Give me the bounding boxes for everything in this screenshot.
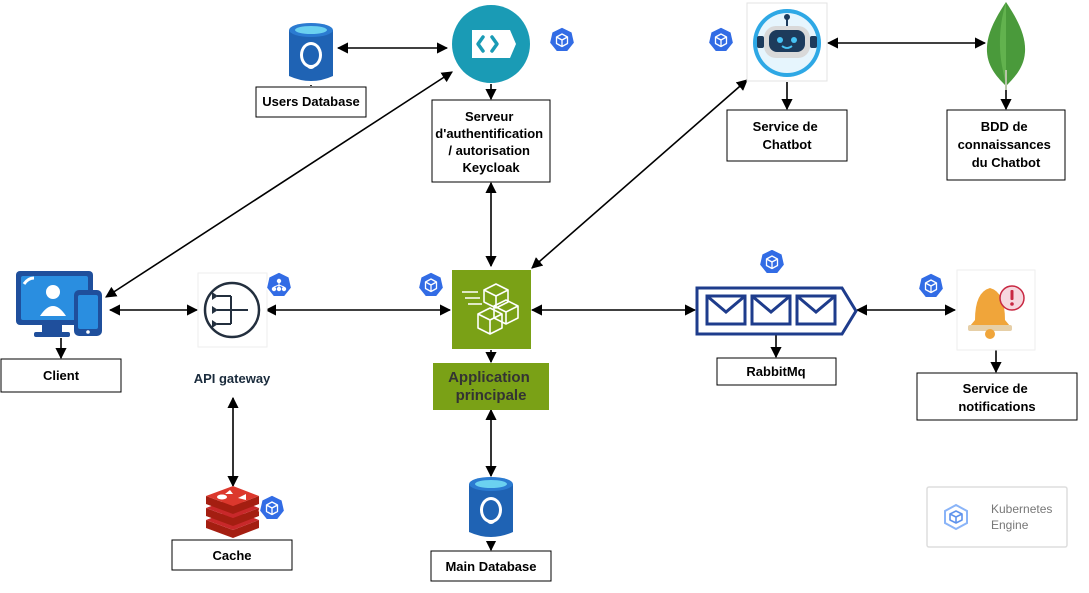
legend-box (926, 486, 1068, 548)
rabbitmq-box (716, 357, 837, 386)
kubernetes-icon (258, 494, 286, 521)
chatbot-label: Service de Chatbot (753, 119, 822, 152)
postgres-icon (465, 477, 517, 541)
chatbot-node[interactable]: Service de Chatbot (707, 2, 848, 162)
application-node[interactable]: Application principale (417, 270, 549, 410)
cache-box (171, 539, 293, 571)
main-database-box (430, 550, 552, 582)
client-devices-icon (16, 271, 102, 337)
kubernetes-icon (758, 248, 786, 275)
kubernetes-icon (417, 271, 445, 298)
chatbot-kb-label-line2: connaissances (958, 137, 1051, 152)
users-database-label: Users Database (262, 94, 360, 109)
cache-label: Cache (212, 548, 251, 563)
redis-icon (206, 486, 259, 538)
cache-node[interactable]: Cache (171, 486, 293, 571)
rabbitmq-node[interactable]: RabbitMq (695, 248, 858, 386)
chatbot-kb-label: BDD de connaissances du Chatbot (958, 119, 1055, 170)
chatbot-label-line1: Service de (753, 119, 818, 134)
legend: Kubernetes Engine (926, 486, 1068, 548)
legend-label: Kubernetes Engine (991, 502, 1056, 532)
kubernetes-icon (707, 26, 735, 53)
keycloak-node[interactable]: Serveur d'authentification / autorisatio… (431, 5, 576, 183)
kubernetes-engine-icon (944, 503, 968, 531)
edge-chatbot-app (531, 79, 748, 269)
edge-client-keycloak (105, 71, 453, 298)
notification-bell-icon (956, 269, 1036, 351)
chatbot-kb-box (946, 109, 1066, 181)
client-node[interactable]: Client (0, 271, 122, 393)
chatbot-robot-icon (746, 2, 828, 82)
main-database-label: Main Database (445, 559, 536, 574)
mongodb-leaf-icon (986, 2, 1026, 90)
notifications-label: Service de notifications (958, 381, 1035, 414)
keycloak-label-line2: d'authentification (435, 126, 543, 141)
legend-label-line2: Engine (991, 518, 1029, 532)
application-box (433, 363, 549, 410)
notifications-label-line2: notifications (958, 399, 1035, 414)
keycloak-icon (452, 5, 530, 83)
application-cubes-icon (452, 270, 531, 349)
application-label-line2: principale (456, 387, 527, 404)
notifications-box (916, 372, 1078, 421)
rabbitmq-label: RabbitMq (746, 364, 805, 379)
kubernetes-icon (917, 272, 945, 299)
application-label: Application principale (448, 369, 534, 404)
kubernetes-icon (548, 26, 576, 53)
api-gateway-icon (197, 272, 268, 348)
client-label: Client (43, 368, 80, 383)
postgres-icon (285, 23, 337, 85)
chatbot-label-line2: Chatbot (762, 137, 812, 152)
main-database-node[interactable]: Main Database (430, 477, 552, 582)
chatbot-kb-label-line1: BDD de (981, 119, 1028, 134)
keycloak-label-line3: / autorisation (448, 143, 530, 158)
edges (55, 37, 1012, 552)
chatbot-kb-node[interactable]: BDD de connaissances du Chatbot (946, 2, 1066, 181)
keycloak-label: Serveur d'authentification / autorisatio… (435, 109, 546, 175)
kubernetes-icon (265, 271, 293, 298)
keycloak-label-line4: Keycloak (462, 160, 520, 175)
keycloak-box (431, 99, 551, 183)
client-box (0, 358, 122, 393)
application-label-line1: Application (448, 369, 530, 386)
notifications-label-line1: Service de (963, 381, 1028, 396)
chatbot-kb-label-line3: du Chatbot (972, 155, 1041, 170)
chatbot-box (726, 109, 848, 162)
legend-label-line1: Kubernetes (991, 502, 1052, 516)
api-gateway-node[interactable]: API gateway (194, 271, 293, 386)
keycloak-label-line1: Serveur (465, 109, 513, 124)
notifications-node[interactable]: Service de notifications (916, 269, 1078, 421)
users-database-box (255, 86, 367, 118)
users-database-node[interactable]: Users Database (255, 23, 367, 118)
message-queue-icon (695, 286, 858, 336)
api-gateway-label: API gateway (194, 371, 271, 386)
